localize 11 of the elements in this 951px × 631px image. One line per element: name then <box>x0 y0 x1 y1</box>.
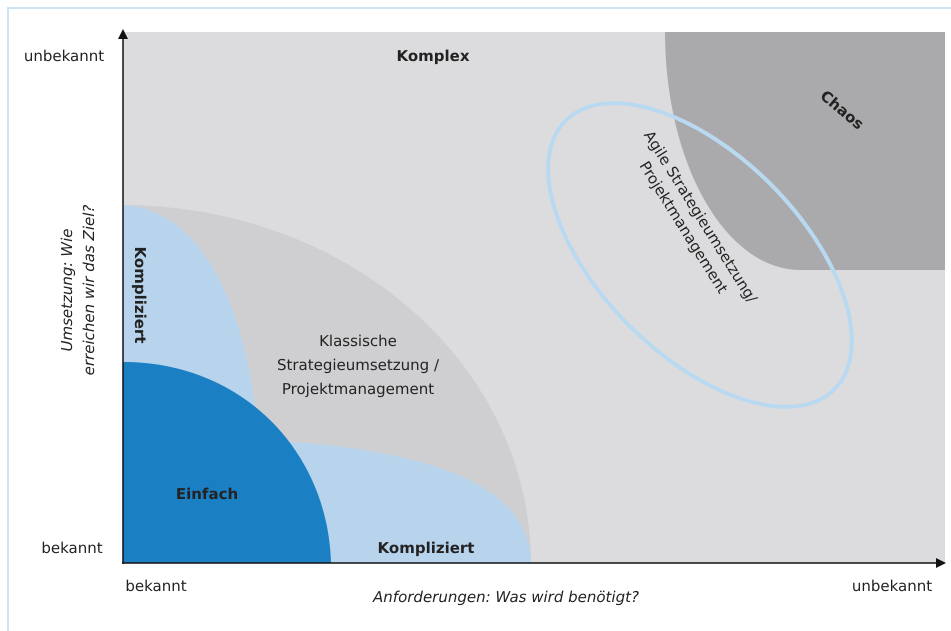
region-label: Einfach <box>176 485 238 503</box>
region-label: Kompliziert <box>378 539 474 557</box>
axis-end-label: bekannt <box>125 577 187 595</box>
axis-title: Umsetzung: Wie erreichen wir das Ziel? <box>57 204 99 378</box>
axis-end-label: unbekannt <box>852 577 932 595</box>
region-label: Klassische Strategieumsetzung / Projektmanagement <box>276 331 440 400</box>
region-label: Kompliziert <box>131 246 149 344</box>
axis-title: Anforderungen: Was wird benötigt? <box>373 588 639 606</box>
axis-end-label: unbekannt <box>24 47 104 65</box>
region-label: Komplex <box>396 47 470 65</box>
axis-end-label: bekannt <box>41 539 103 557</box>
